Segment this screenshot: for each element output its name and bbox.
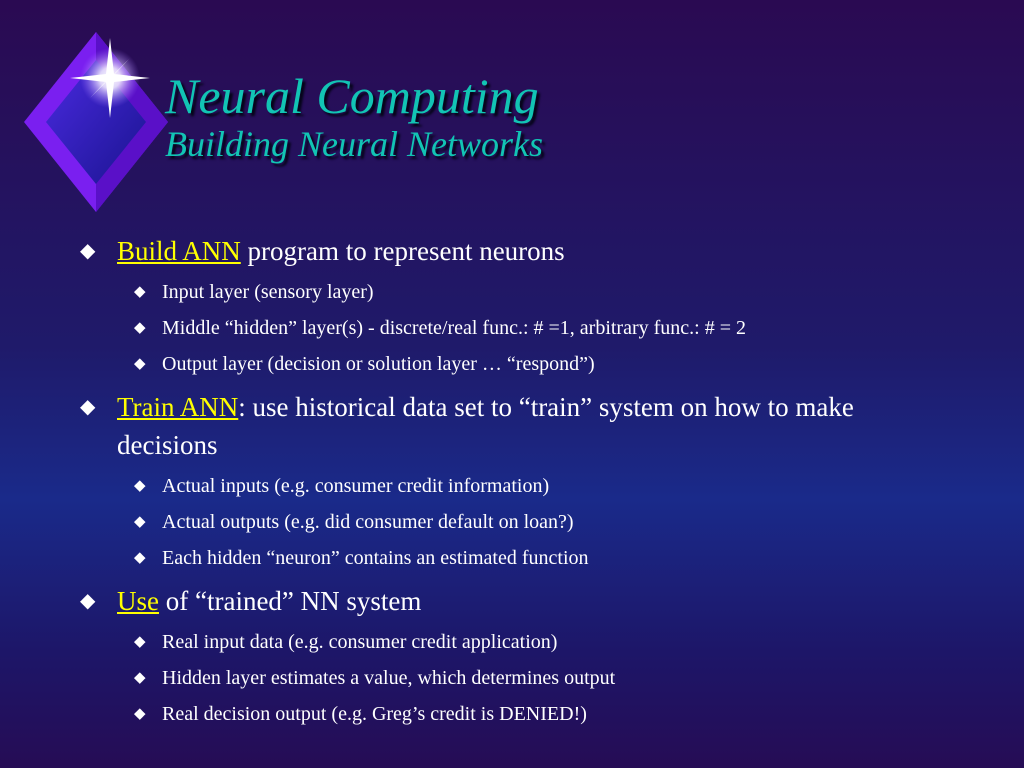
diamond-bullet-icon: ◆	[134, 320, 146, 336]
sub-bullet-text: Output layer (decision or solution layer…	[162, 353, 595, 375]
sub-bullet-text: Real input data (e.g. consumer credit ap…	[162, 631, 558, 653]
diamond-bullet-icon: ◆	[80, 590, 96, 612]
diamond-bullet-icon: ◆	[134, 634, 146, 650]
sub-bullet-text: Each hidden “neuron” contains an estimat…	[162, 547, 589, 569]
sub-bullet: ◆ Actual inputs (e.g. consumer credit in…	[80, 472, 960, 500]
sub-bullet-text: Actual outputs (e.g. did consumer defaul…	[162, 511, 574, 533]
diamond-bullet-icon: ◆	[134, 514, 146, 530]
diamond-bullet-icon: ◆	[80, 240, 96, 262]
sub-bullet: ◆ Actual outputs (e.g. did consumer defa…	[80, 508, 960, 536]
use-link[interactable]: Use	[117, 586, 159, 616]
diamond-sparkle-logo	[24, 32, 168, 212]
bullet-text: of “trained” NN system	[159, 586, 422, 616]
sub-bullet: ◆ Middle “hidden” layer(s) - discrete/re…	[80, 314, 960, 342]
sub-bullet: ◆ Real input data (e.g. consumer credit …	[80, 628, 960, 656]
diamond-bullet-icon: ◆	[134, 478, 146, 494]
sub-bullet: ◆ Real decision output (e.g. Greg’s cred…	[80, 700, 960, 728]
sub-bullet-text: Input layer (sensory layer)	[162, 281, 374, 303]
logo-sparkle-diagonal	[90, 58, 130, 98]
diamond-bullet-icon: ◆	[134, 706, 146, 722]
sub-bullet: ◆ Hidden layer estimates a value, which …	[80, 664, 960, 692]
sub-bullet-text: Real decision output (e.g. Greg’s credit…	[162, 703, 587, 725]
diamond-bullet-icon: ◆	[134, 284, 146, 300]
diamond-bullet-icon: ◆	[134, 356, 146, 372]
sub-bullet: ◆ Output layer (decision or solution lay…	[80, 350, 960, 378]
bullet-text: program to represent neurons	[240, 236, 565, 266]
slide-content: ◆ Build ANN program to represent neurons…	[80, 232, 960, 728]
bullet-train-ann: ◆ Train ANN: use historical data set to …	[80, 388, 960, 464]
sub-bullet-text: Actual inputs (e.g. consumer credit info…	[162, 475, 550, 497]
diamond-bullet-icon: ◆	[134, 670, 146, 686]
sub-bullet-text: Hidden layer estimates a value, which de…	[162, 667, 616, 689]
sub-bullet-text: Middle “hidden” layer(s) - discrete/real…	[162, 317, 747, 339]
sub-bullet: ◆ Each hidden “neuron” contains an estim…	[80, 544, 960, 572]
diamond-bullet-icon: ◆	[80, 396, 96, 418]
bullet-use: ◆ Use of “trained” NN system	[80, 582, 960, 620]
bullet-text: : use historical data set to “train” sys…	[117, 392, 854, 460]
slide-subtitle: Building Neural Networks	[165, 123, 543, 164]
train-ann-link[interactable]: Train ANN	[117, 392, 239, 422]
title-block: Neural Computing Building Neural Network…	[165, 70, 543, 166]
build-ann-link[interactable]: Build ANN	[117, 236, 241, 266]
sub-bullet: ◆ Input layer (sensory layer)	[80, 278, 960, 306]
slide-title: Neural Computing	[165, 68, 539, 124]
bullet-build-ann: ◆ Build ANN program to represent neurons	[80, 232, 960, 270]
diamond-bullet-icon: ◆	[134, 550, 146, 566]
